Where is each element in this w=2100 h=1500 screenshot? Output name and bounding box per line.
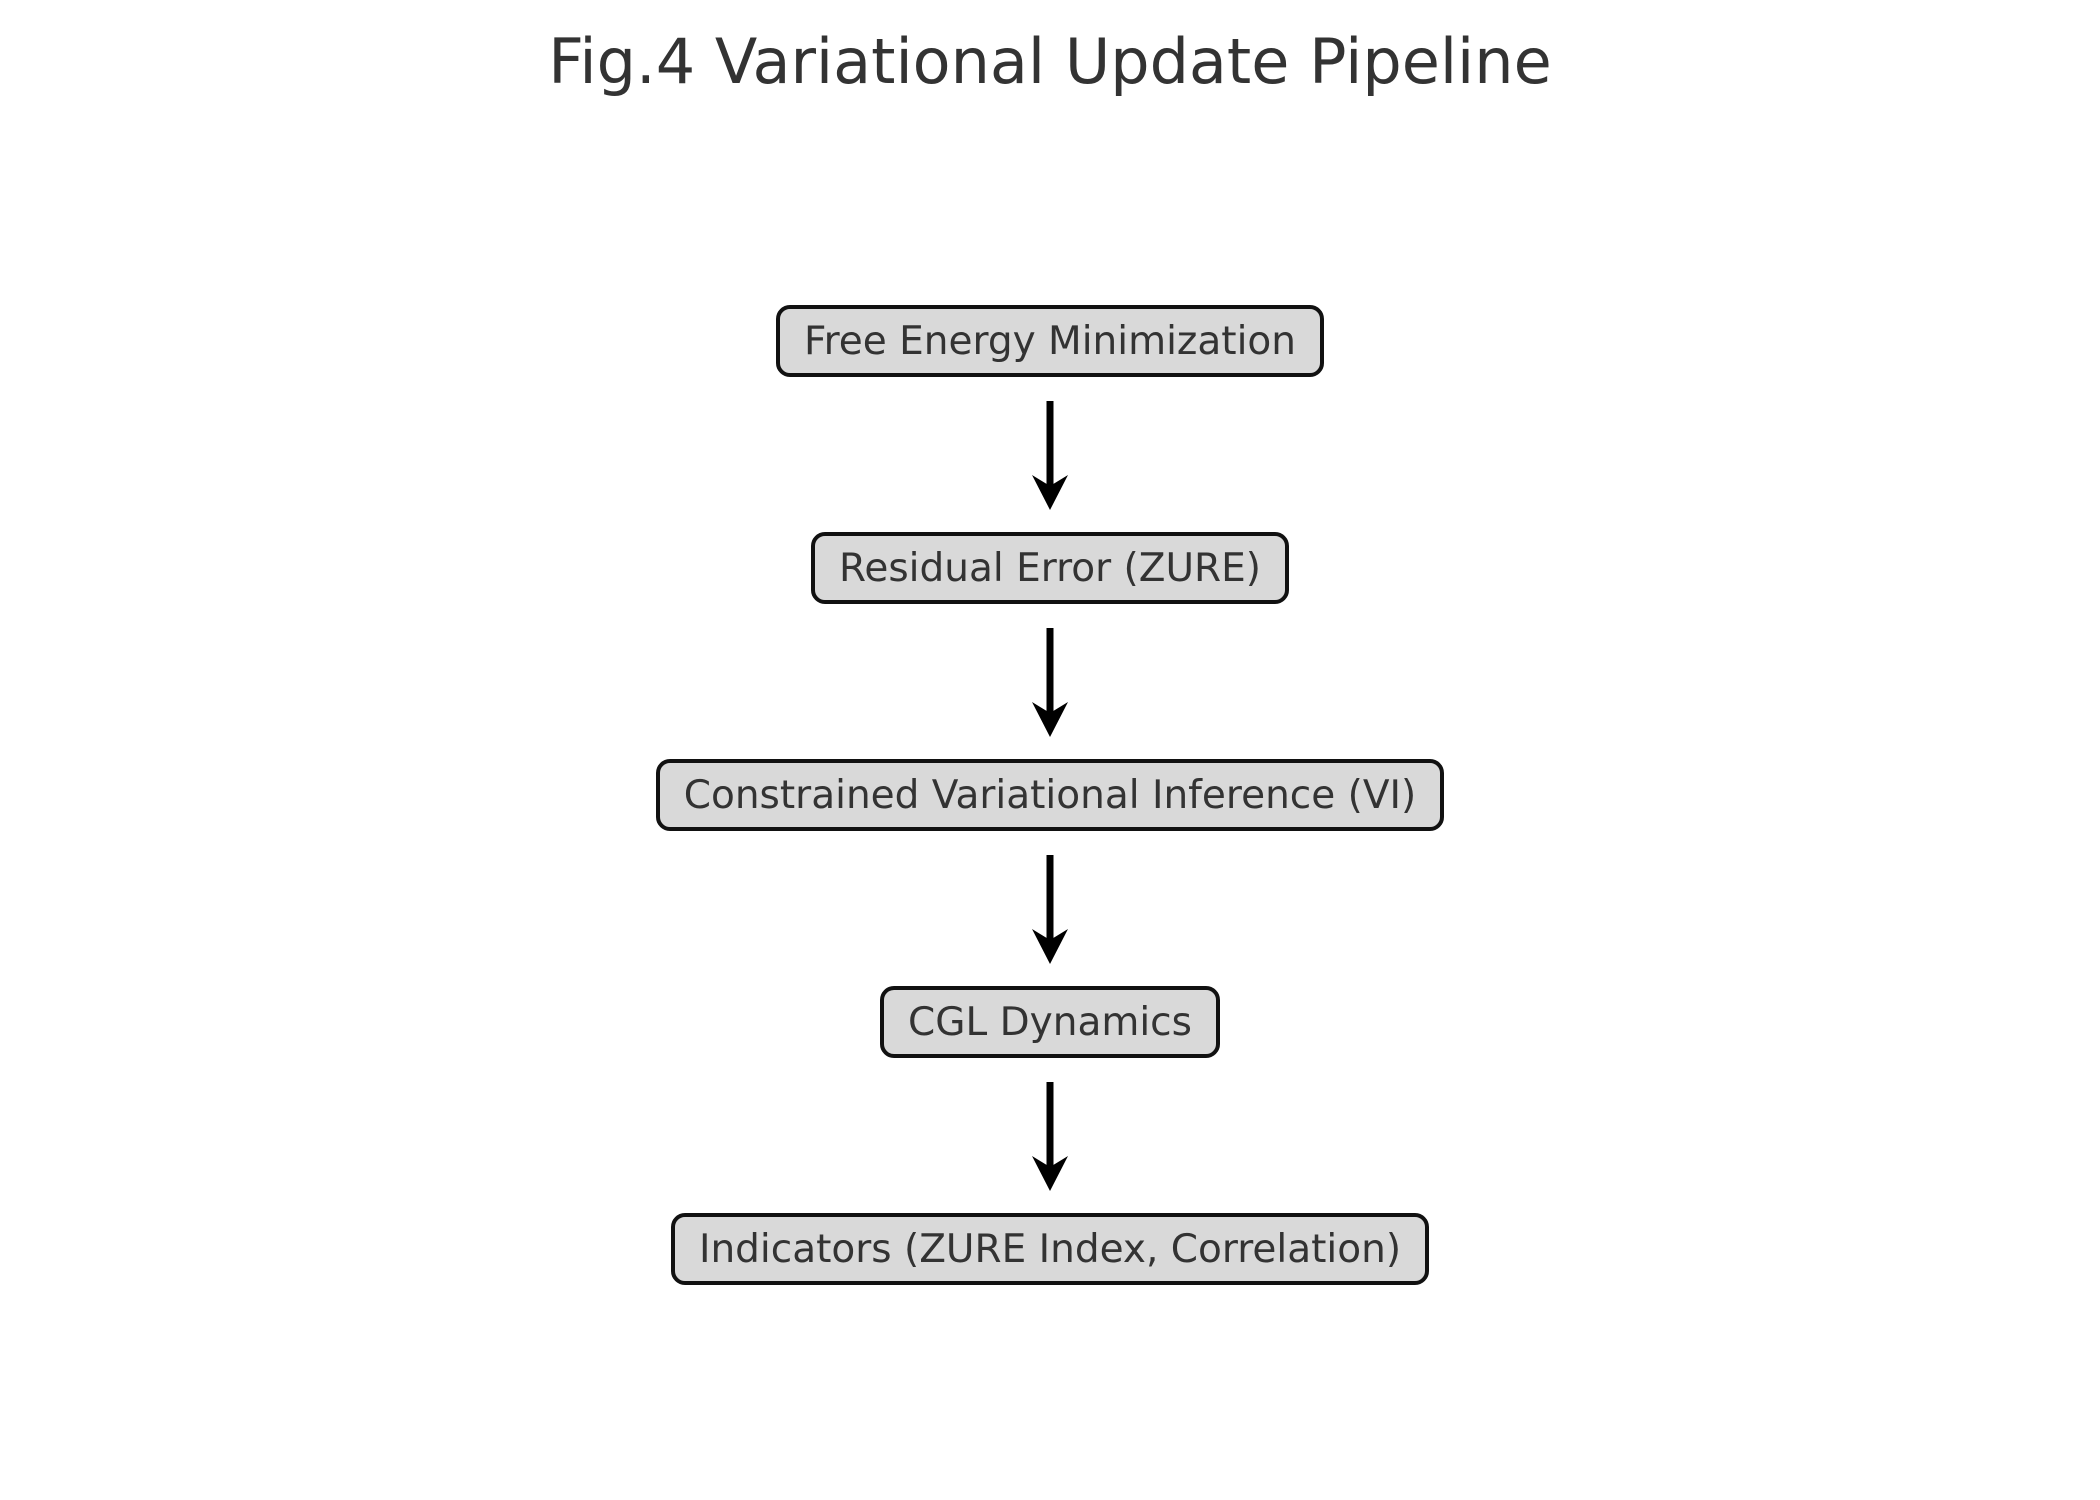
node-label: Constrained Variational Inference (VI) (683, 772, 1417, 818)
node-label: Free Energy Minimization (803, 318, 1297, 364)
flow-arrow-down-icon (1032, 628, 1068, 738)
flow-arrow-down-icon (1032, 1082, 1068, 1192)
node-free-energy-minimization: Free Energy Minimization (775, 305, 1325, 378)
node-constrained-variational-inference: Constrained Variational Inference (VI) (655, 759, 1445, 832)
node-label: Residual Error (ZURE) (839, 545, 1261, 591)
figure-title: Fig.4 Variational Update Pipeline (548, 25, 1552, 98)
flow-arrow-down-icon (1032, 855, 1068, 965)
flowchart: Free Energy Minimization Residual Error … (655, 305, 1445, 1286)
node-residual-error-zure: Residual Error (ZURE) (811, 532, 1289, 605)
node-cgl-dynamics: CGL Dynamics (880, 986, 1220, 1059)
node-label: Indicators (ZURE Index, Correlation) (698, 1226, 1402, 1272)
node-indicators-zure-index-correlation: Indicators (ZURE Index, Correlation) (670, 1213, 1430, 1286)
flow-arrow-down-icon (1032, 401, 1068, 511)
node-label: CGL Dynamics (908, 999, 1192, 1045)
